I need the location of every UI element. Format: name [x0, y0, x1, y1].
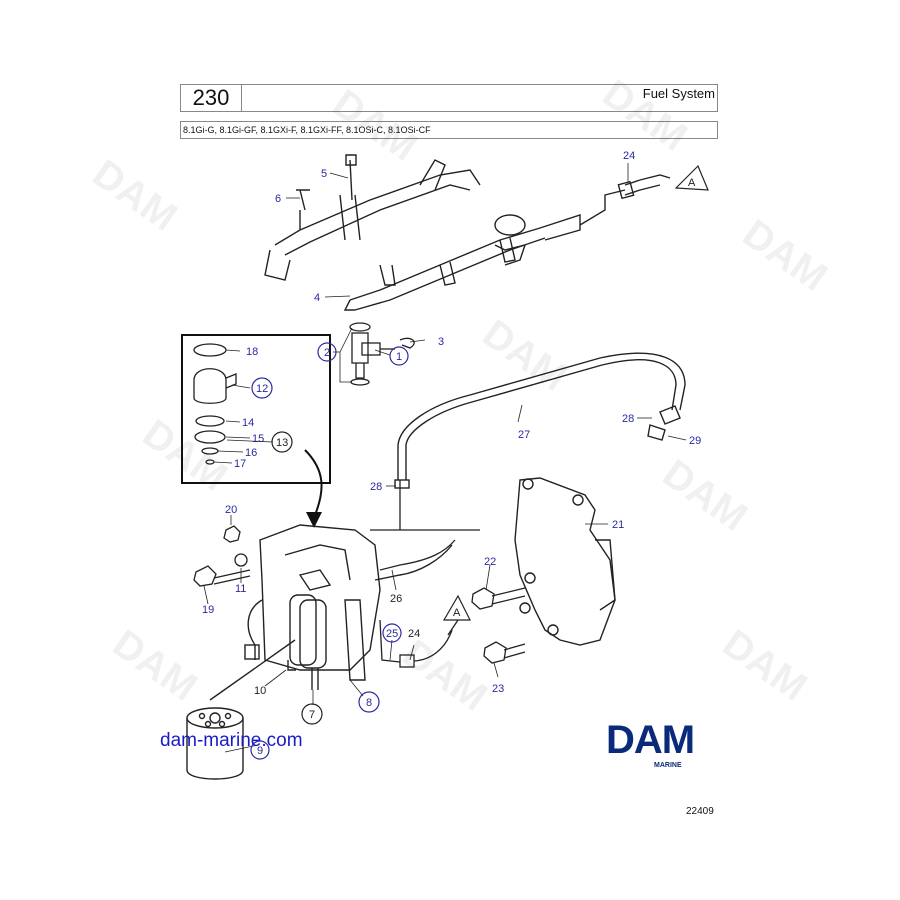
callout-9: 9 — [257, 745, 263, 757]
marker-a-bottom: A — [442, 594, 471, 621]
callout-11: 11 — [235, 583, 246, 595]
models-list: 8.1Gi-G, 8.1Gi-GF, 8.1GXi-F, 8.1GXi-FF, … — [180, 121, 718, 139]
callout-circle — [250, 740, 270, 760]
detail-arrow-head — [306, 512, 322, 528]
logo-text: DAM — [606, 718, 695, 762]
watermark: DAM — [655, 451, 755, 539]
detail-inset — [181, 334, 331, 484]
watermark: DAM — [105, 621, 205, 709]
callout-15: 15 — [252, 433, 264, 445]
callout-28-right: 28 — [622, 413, 634, 425]
callout-24-top: 24 — [623, 150, 635, 162]
detail-arrow — [304, 449, 323, 516]
page-title: Fuel System — [642, 86, 715, 101]
page-number: 230 — [181, 85, 242, 111]
marker-a-label: A — [453, 607, 461, 619]
callout-circle — [382, 623, 402, 643]
callout-circle — [317, 342, 337, 362]
watermark: DAM — [85, 151, 185, 239]
callout-circle — [358, 691, 380, 713]
website-link[interactable]: dam-marine.com — [160, 730, 303, 751]
filter-cap-parts — [193, 343, 237, 465]
fuel-line-bottom — [379, 619, 459, 668]
fuel-filter-assembly — [244, 524, 453, 690]
header-box: 230 Fuel System — [180, 84, 718, 112]
callout-18: 18 — [246, 346, 258, 358]
callout-10: 10 — [254, 685, 266, 697]
watermark: DAM — [715, 621, 815, 709]
watermark: DAM — [735, 211, 835, 299]
callout-5: 5 — [321, 168, 327, 180]
callout-20: 20 — [225, 504, 237, 516]
callout-1: 1 — [396, 351, 402, 363]
callout-24-bottom: 24 — [408, 628, 420, 640]
injector — [349, 322, 415, 386]
fuel-rail — [264, 154, 581, 311]
callout-6: 6 — [275, 193, 281, 205]
marker-a-label: A — [688, 177, 696, 189]
callout-circle — [251, 377, 273, 399]
fasteners-left — [193, 525, 251, 587]
callout-25: 25 — [386, 628, 398, 640]
fuel-line-27 — [394, 352, 686, 489]
dam-marine-logo: DAM MARINE — [606, 718, 738, 769]
fuel-line-top — [579, 174, 671, 226]
callout-13: 13 — [276, 437, 288, 449]
callout-21: 21 — [612, 519, 624, 531]
callout-28-left: 28 — [370, 481, 382, 493]
callout-17: 17 — [234, 458, 246, 470]
hose-26 — [370, 480, 480, 571]
callout-3: 3 — [438, 336, 444, 348]
callout-26: 26 — [390, 593, 402, 605]
callouts: 1 2 3 4 5 6 7 8 9 10 11 12 13 14 15 16 1… — [202, 150, 701, 760]
callout-16: 16 — [245, 447, 257, 459]
watermark: DAM — [595, 71, 695, 159]
callout-circle — [389, 346, 409, 366]
callout-4: 4 — [314, 292, 320, 304]
watermark: DAM — [325, 81, 425, 169]
callout-circle — [301, 703, 323, 725]
callout-27: 27 — [518, 429, 530, 441]
callout-2: 2 — [324, 347, 330, 359]
callout-circle — [271, 431, 293, 453]
callout-14: 14 — [242, 417, 254, 429]
logo-subtext: MARINE — [654, 762, 682, 769]
callout-23: 23 — [492, 683, 504, 695]
mounting-bracket — [514, 477, 616, 646]
callout-12: 12 — [256, 383, 268, 395]
fasteners-right — [471, 587, 526, 664]
drawing-number: 22409 — [686, 806, 714, 817]
marker-a-top: A — [674, 164, 709, 191]
callout-8: 8 — [366, 697, 372, 709]
leader-lines — [203, 163, 687, 753]
callout-22: 22 — [484, 556, 496, 568]
filter-cartridge — [186, 639, 296, 780]
callout-29: 29 — [689, 435, 701, 447]
watermark-layer: DAM DAM DAM DAM DAM DAM DAM DAM DAM DAM — [85, 71, 835, 719]
callout-19: 19 — [202, 604, 214, 616]
callout-7: 7 — [309, 709, 315, 721]
